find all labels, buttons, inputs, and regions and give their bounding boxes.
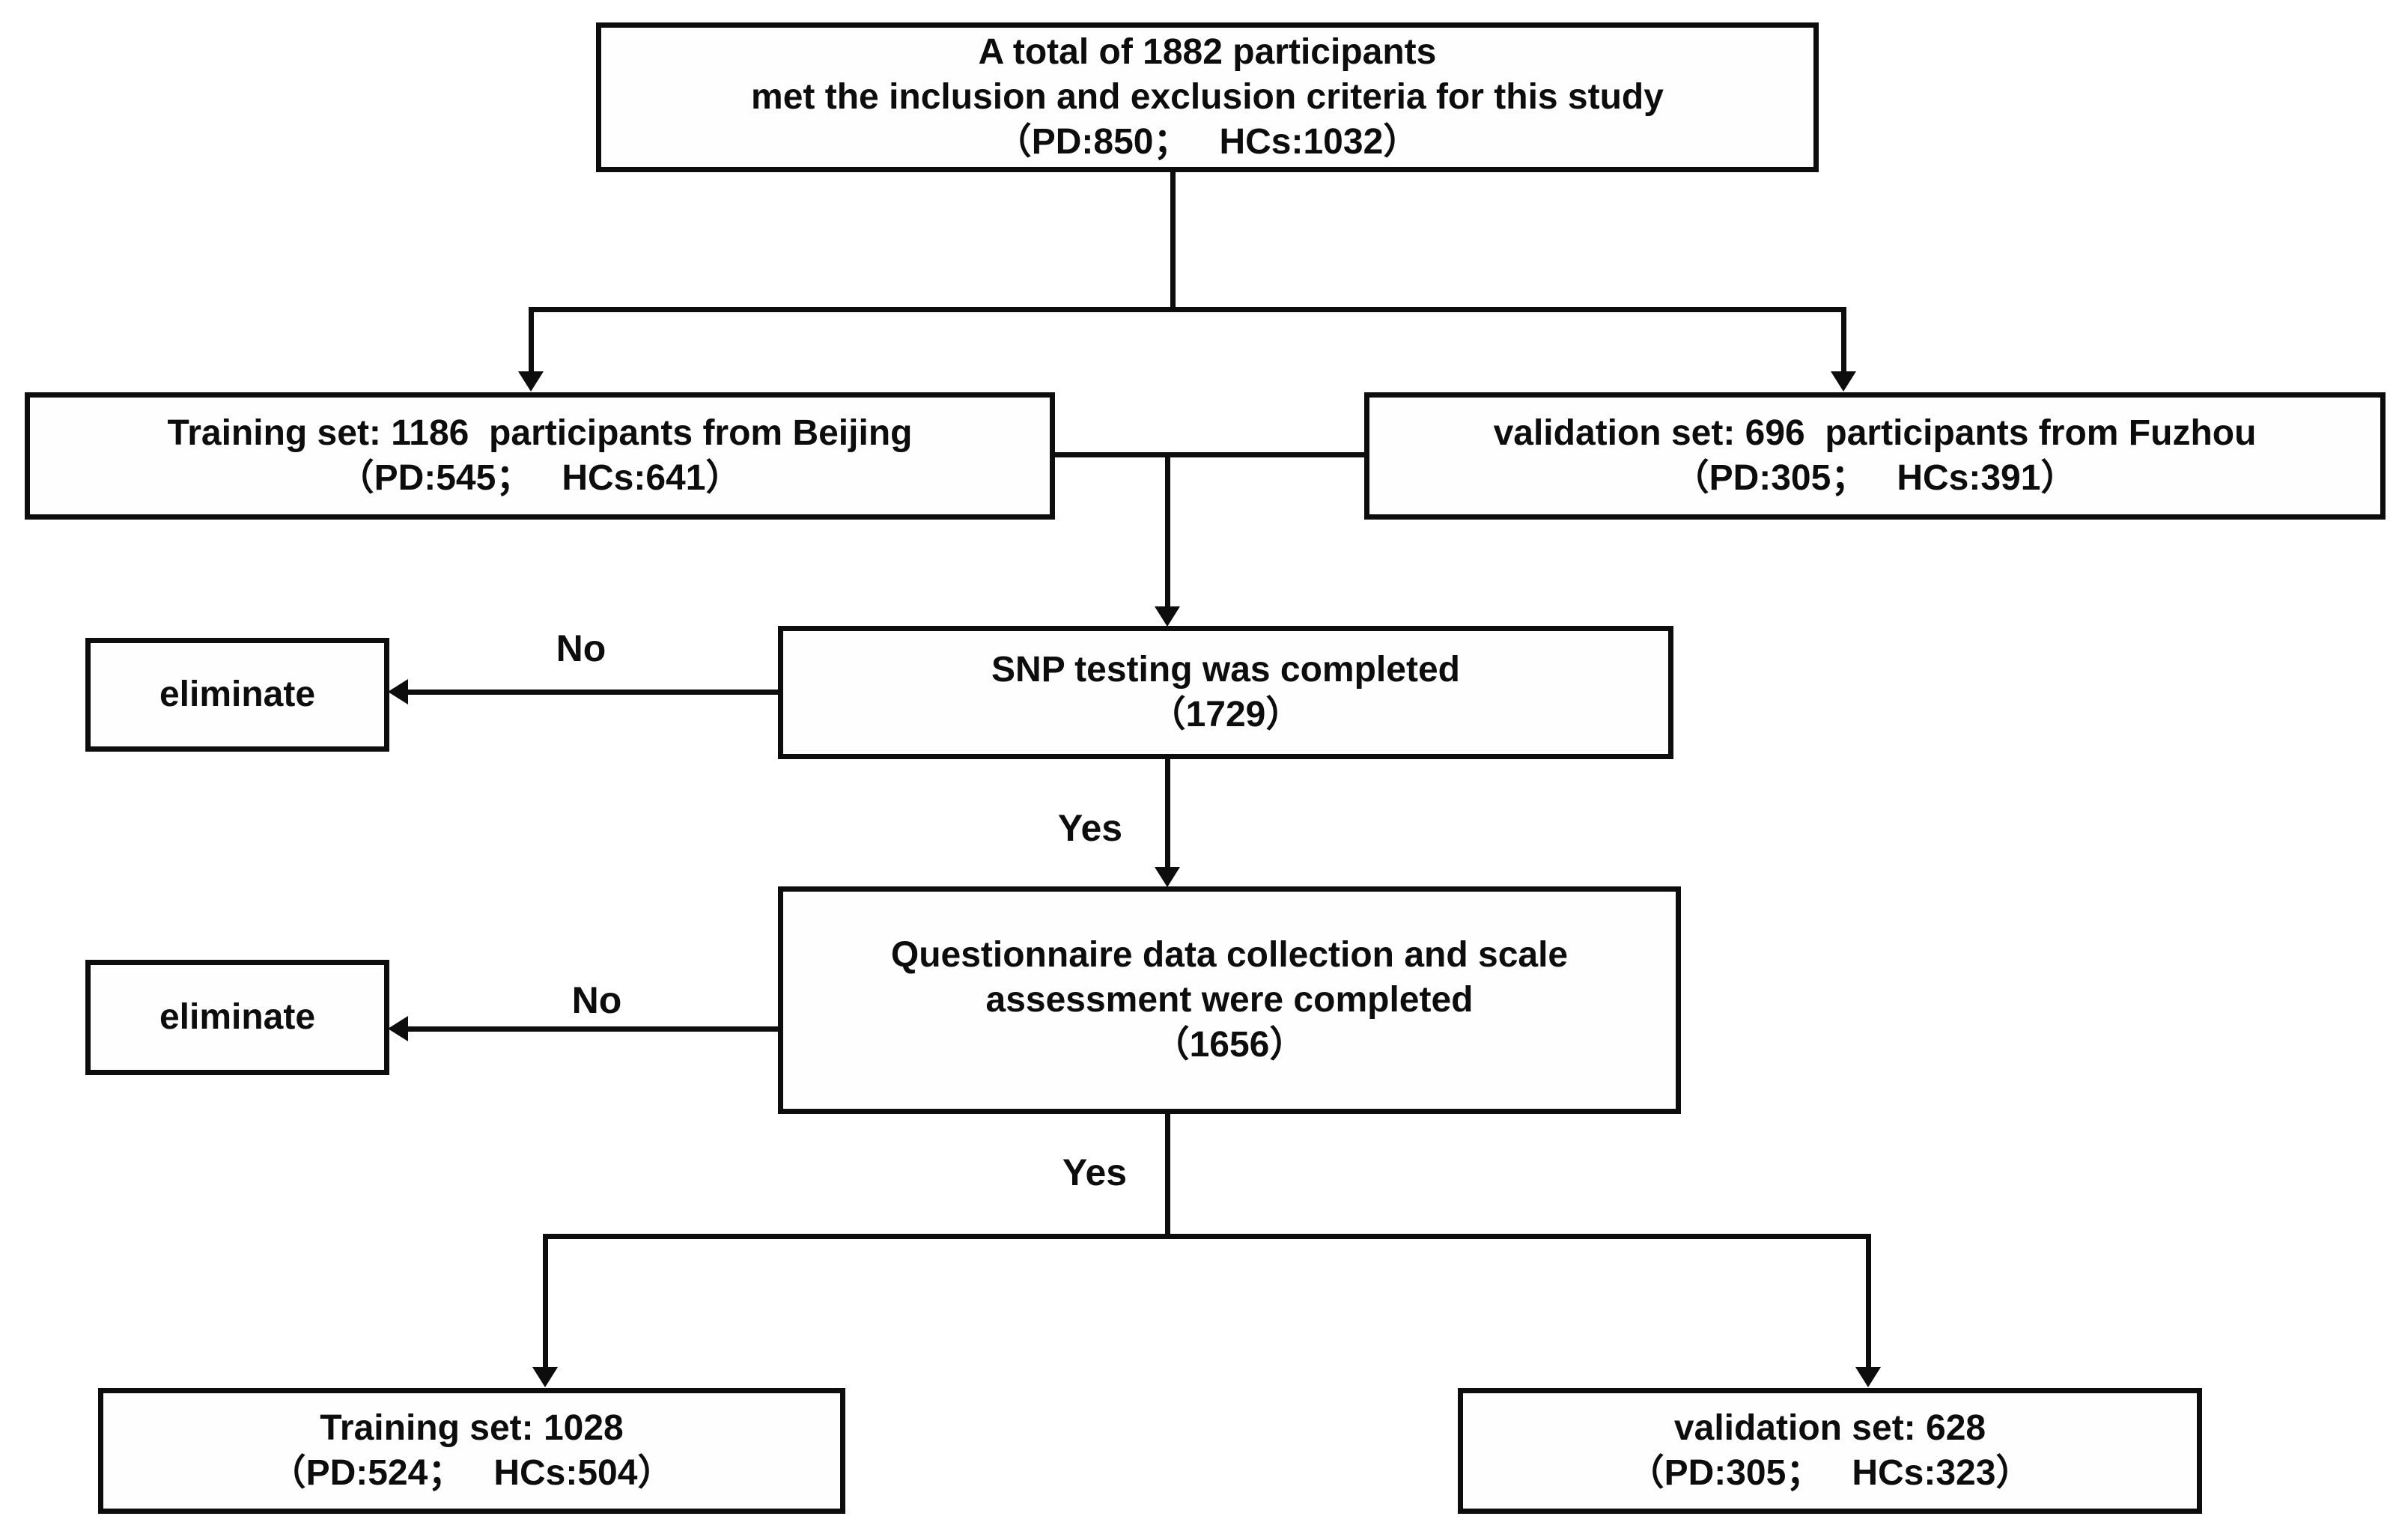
- connector-split-2-right-drop: [1866, 1234, 1871, 1369]
- node-text-line: （PD:524； HCs:504）: [270, 1453, 674, 1493]
- node-training-set-initial: Training set: 1186 participants from Bei…: [25, 392, 1055, 520]
- node-text-line: eliminate: [159, 675, 316, 714]
- arrowhead-down-icon: [518, 371, 544, 392]
- connector-split-2-left-drop: [543, 1234, 548, 1369]
- node-text-line: （PD:305； HCs:323）: [1628, 1453, 2032, 1493]
- arrowhead-left-icon: [388, 1016, 408, 1041]
- node-text-line: met the inclusion and exclusion criteria…: [751, 77, 1664, 117]
- node-text-line: validation set: 628: [1673, 1408, 1986, 1448]
- edge-label-yes-1: Yes: [1057, 807, 1123, 849]
- node-text-line: Training set: 1186 participants from Bei…: [167, 413, 913, 453]
- node-eliminate-1: eliminate: [85, 638, 389, 752]
- connector-snp-to-questionnaire: [1165, 759, 1170, 867]
- node-text-line: （1656）: [1153, 1025, 1306, 1065]
- node-snp-testing: SNP testing was completed （1729）: [778, 626, 1673, 759]
- node-training-set-final: Training set: 1028 （PD:524； HCs:504）: [98, 1388, 845, 1514]
- edge-label-no-2: No: [571, 979, 622, 1021]
- node-total-participants: A total of 1882 participants met the inc…: [596, 22, 1819, 172]
- arrowhead-down-icon: [1855, 1367, 1881, 1387]
- connector-total-stem: [1170, 172, 1176, 309]
- node-eliminate-2: eliminate: [85, 960, 389, 1075]
- node-text-line: SNP testing was completed: [991, 650, 1460, 690]
- node-text-line: validation set: 696 participants from Fu…: [1493, 413, 2257, 453]
- connector-split-1-right-drop: [1841, 307, 1846, 373]
- node-text-line: A total of 1882 participants: [978, 32, 1437, 72]
- edge-label-no-1: No: [556, 627, 606, 669]
- node-validation-set-initial: validation set: 696 participants from Fu…: [1364, 392, 2386, 520]
- node-text-line: Training set: 1028: [320, 1408, 624, 1448]
- node-text-line: （PD:850； HCs:1032）: [995, 122, 1420, 162]
- connector-sets-join-horizontal: [1050, 452, 1367, 457]
- connector-questionnaire-no-horizontal: [407, 1026, 778, 1032]
- node-text-line: assessment were completed: [985, 980, 1474, 1020]
- arrowhead-left-icon: [388, 679, 408, 704]
- connector-join-to-snp: [1165, 452, 1170, 606]
- node-text-line: eliminate: [159, 997, 316, 1037]
- arrowhead-down-icon: [1831, 371, 1856, 392]
- node-text-line: （PD:545； HCs:641）: [338, 458, 742, 498]
- connector-split-1-horizontal: [529, 307, 1846, 312]
- arrowhead-down-icon: [1155, 867, 1180, 887]
- arrowhead-down-icon: [532, 1367, 558, 1387]
- connector-split-1-left-drop: [529, 307, 534, 373]
- node-validation-set-final: validation set: 628 （PD:305； HCs:323）: [1458, 1388, 2202, 1514]
- edge-label-yes-2: Yes: [1062, 1151, 1128, 1193]
- node-questionnaire: Questionnaire data collection and scale …: [778, 886, 1681, 1114]
- node-text-line: （1729）: [1149, 695, 1302, 734]
- connector-split-2-horizontal: [543, 1234, 1871, 1239]
- connector-snp-no-horizontal: [407, 690, 778, 695]
- arrowhead-down-icon: [1155, 606, 1180, 627]
- connector-questionnaire-stem: [1165, 1114, 1170, 1239]
- node-text-line: （PD:305； HCs:391）: [1673, 458, 2077, 498]
- node-text-line: Questionnaire data collection and scale: [890, 935, 1569, 975]
